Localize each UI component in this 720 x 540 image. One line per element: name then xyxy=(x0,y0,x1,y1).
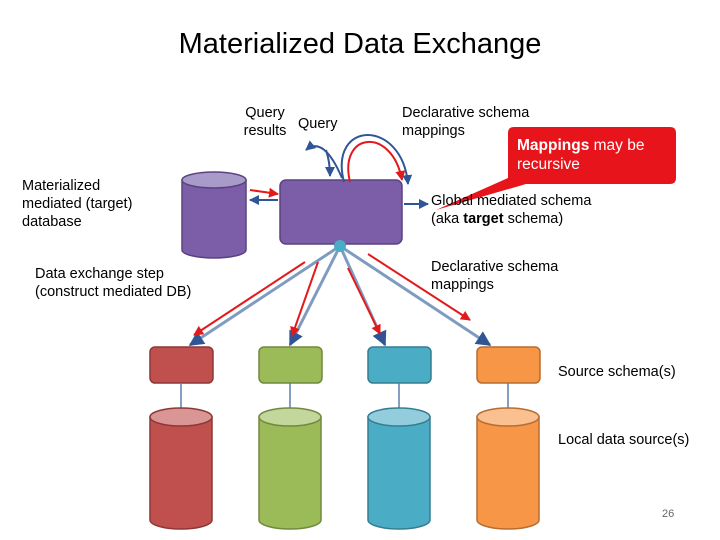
materialized-database-cylinder xyxy=(181,171,247,259)
query-results-label: Query results xyxy=(243,105,287,139)
declarative-mappings-bottom-label: Declarative schema mappings xyxy=(431,259,559,293)
source-schema-green xyxy=(258,346,323,384)
local-source-blue-cylinder xyxy=(367,407,431,530)
local-source-red-cylinder xyxy=(149,407,213,530)
local-source-green-cylinder xyxy=(258,407,322,530)
callout-text: Mappings may be recursive xyxy=(517,137,645,173)
from-database-arrow xyxy=(249,187,279,198)
recursive-mapping-arrow-blue xyxy=(340,134,413,185)
mapping-arrows xyxy=(188,244,492,347)
query-results-arrow xyxy=(305,140,343,179)
source-schema-orange xyxy=(476,346,541,384)
mapping-hub xyxy=(334,240,346,252)
local-source-orange-cylinder xyxy=(476,407,540,530)
mediated-schema-box xyxy=(279,179,403,245)
data-exchange-step-label: Data exchange step (construct mediated D… xyxy=(35,266,192,300)
query-arrow xyxy=(324,149,335,177)
source-schema-blue xyxy=(367,346,432,384)
source-schemas-label: Source schema(s) xyxy=(558,364,676,380)
global-schema-label: Global mediated schema (aka target schem… xyxy=(431,193,592,227)
page-title: Materialized Data Exchange xyxy=(178,28,542,60)
materialized-db-label: Materialized mediated (target) database xyxy=(22,178,133,230)
source-schema-red xyxy=(149,346,214,384)
query-label: Query xyxy=(298,116,338,132)
local-sources-label: Local data source(s) xyxy=(558,432,690,448)
slide-number: 26 xyxy=(662,508,675,520)
declarative-mappings-top-label: Declarative schema mappings xyxy=(402,105,530,139)
recursive-mapping-arrow-red xyxy=(347,141,406,183)
callout-bubble xyxy=(436,127,676,210)
schema-to-source-connectors xyxy=(180,383,509,408)
